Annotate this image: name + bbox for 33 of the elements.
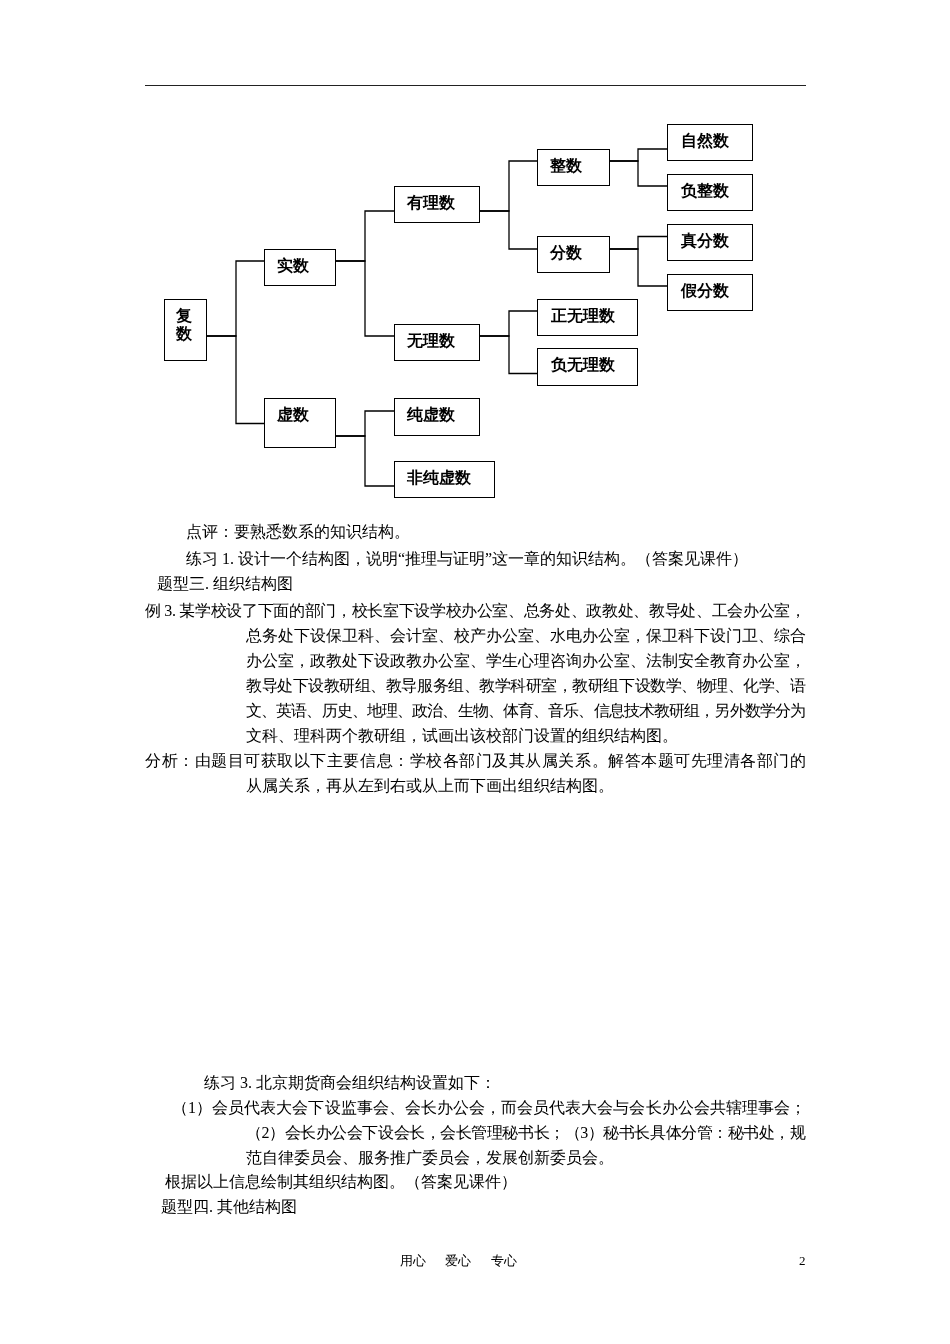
concept-box: 虚数 bbox=[264, 398, 336, 448]
concept-box: 自然数 bbox=[667, 124, 753, 161]
analysis-text: 分析：由题目可获取以下主要信息：学校各部门及其从属关系。解答本题可先理清各部门的从属关系，再从左到右或从上而下画出组织结构图。 bbox=[145, 751, 806, 796]
section-heading: 题型四. 其他结构图 bbox=[161, 1197, 298, 1217]
connector-line bbox=[479, 210, 538, 250]
concept-box: 负无理数 bbox=[537, 348, 638, 386]
instruction-text: 根据以上信息绘制其组织结构图。（答案见课件） bbox=[165, 1172, 518, 1192]
concept-box: 有理数 bbox=[394, 186, 480, 223]
comment-text: 点评：要熟悉数系的知识结构。 bbox=[186, 522, 411, 542]
connector-line bbox=[335, 435, 395, 487]
exercise-text: 练习 1. 设计一个结构图，说明“推理与证明”这一章的知识结构。（答案见课件） bbox=[186, 549, 750, 569]
concept-box: 非纯虚数 bbox=[394, 461, 495, 498]
footer-text: 用心 爱心 专心 bbox=[400, 1252, 517, 1270]
concept-box: 实数 bbox=[264, 249, 336, 286]
concept-box: 负整数 bbox=[667, 174, 753, 211]
concept-box: 分数 bbox=[537, 236, 610, 273]
connector-line bbox=[609, 160, 668, 187]
concept-box: 假分数 bbox=[667, 274, 753, 311]
concept-box: 纯虚数 bbox=[394, 398, 480, 436]
concept-box: 无理数 bbox=[394, 324, 480, 361]
connector-line bbox=[206, 335, 265, 425]
example-text: 例 3. 某学校设了下面的部门，校长室下设学校办公室、总务处、政教处、教导处、工会办公室，总务处下设保卫科、会计室、校产办公室、水电办公室，保卫科下设门卫、综合办公室，政教处下设政教办公室、学生心理咨询办公室、法制安全教育办公室，教导处下设教研组、教导服务组、教学科研室，教研组下设数学、物理、化学、语文、英语、历史、地理、政治、生物、体育、音乐、信息技术教研组，另外数学分为文科、理科两个教研组，试画出该校部门设置的组织结构图。 bbox=[145, 601, 806, 746]
concept-box: 真分数 bbox=[667, 224, 753, 261]
connector-line bbox=[609, 248, 668, 287]
concept-box: 正无理数 bbox=[537, 299, 638, 336]
exercise-items-text: （1）会员代表大会下设监事会、会长办公会，而会员代表大会与会长办公会共辖理事会；（2）会长办公会下设会长，会长管理秘书长；（3）秘书长具体分管：秘书处，规范自律委员会、服务推广委员会，发展创新委员会。 bbox=[172, 1098, 806, 1168]
concept-box: 复数 bbox=[164, 299, 207, 361]
connector-line bbox=[335, 260, 395, 337]
page-number: 2 bbox=[799, 1252, 806, 1270]
section-heading: 题型三. 组织结构图 bbox=[157, 574, 294, 594]
concept-box: 整数 bbox=[537, 149, 610, 186]
connector-line bbox=[479, 335, 538, 375]
exercise-text: 练习 3. 北京期货商会组织结构设置如下： bbox=[204, 1073, 497, 1093]
